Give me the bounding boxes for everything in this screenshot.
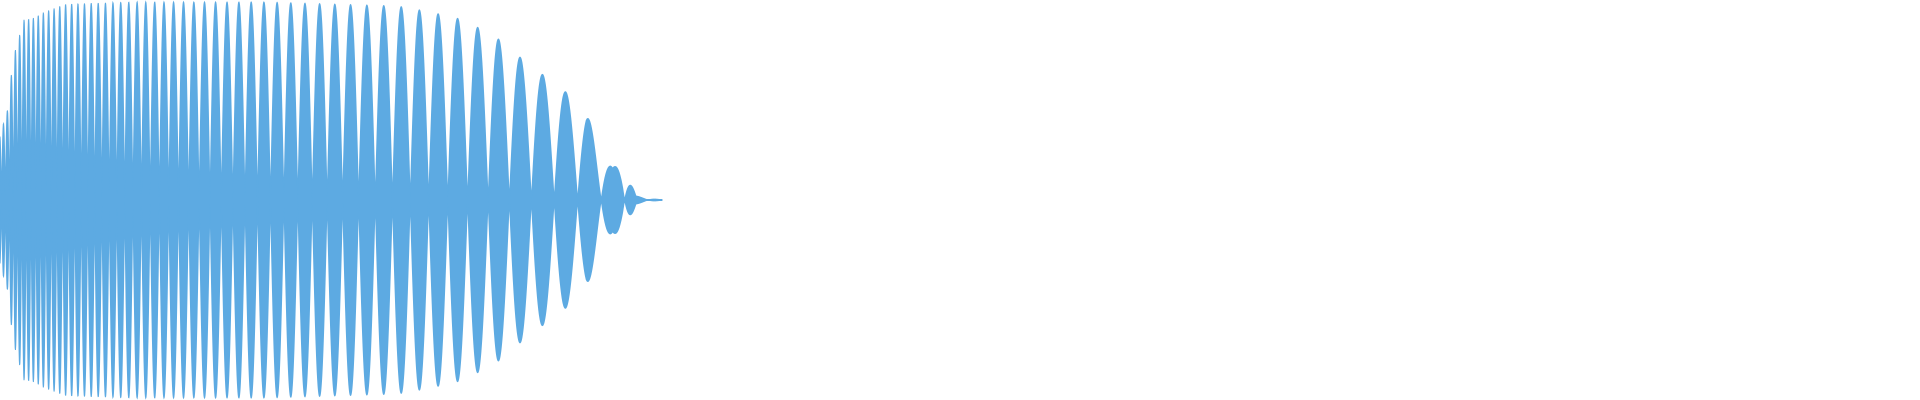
- waveform-view: [0, 0, 1920, 400]
- audio-waveform[interactable]: [0, 0, 1920, 400]
